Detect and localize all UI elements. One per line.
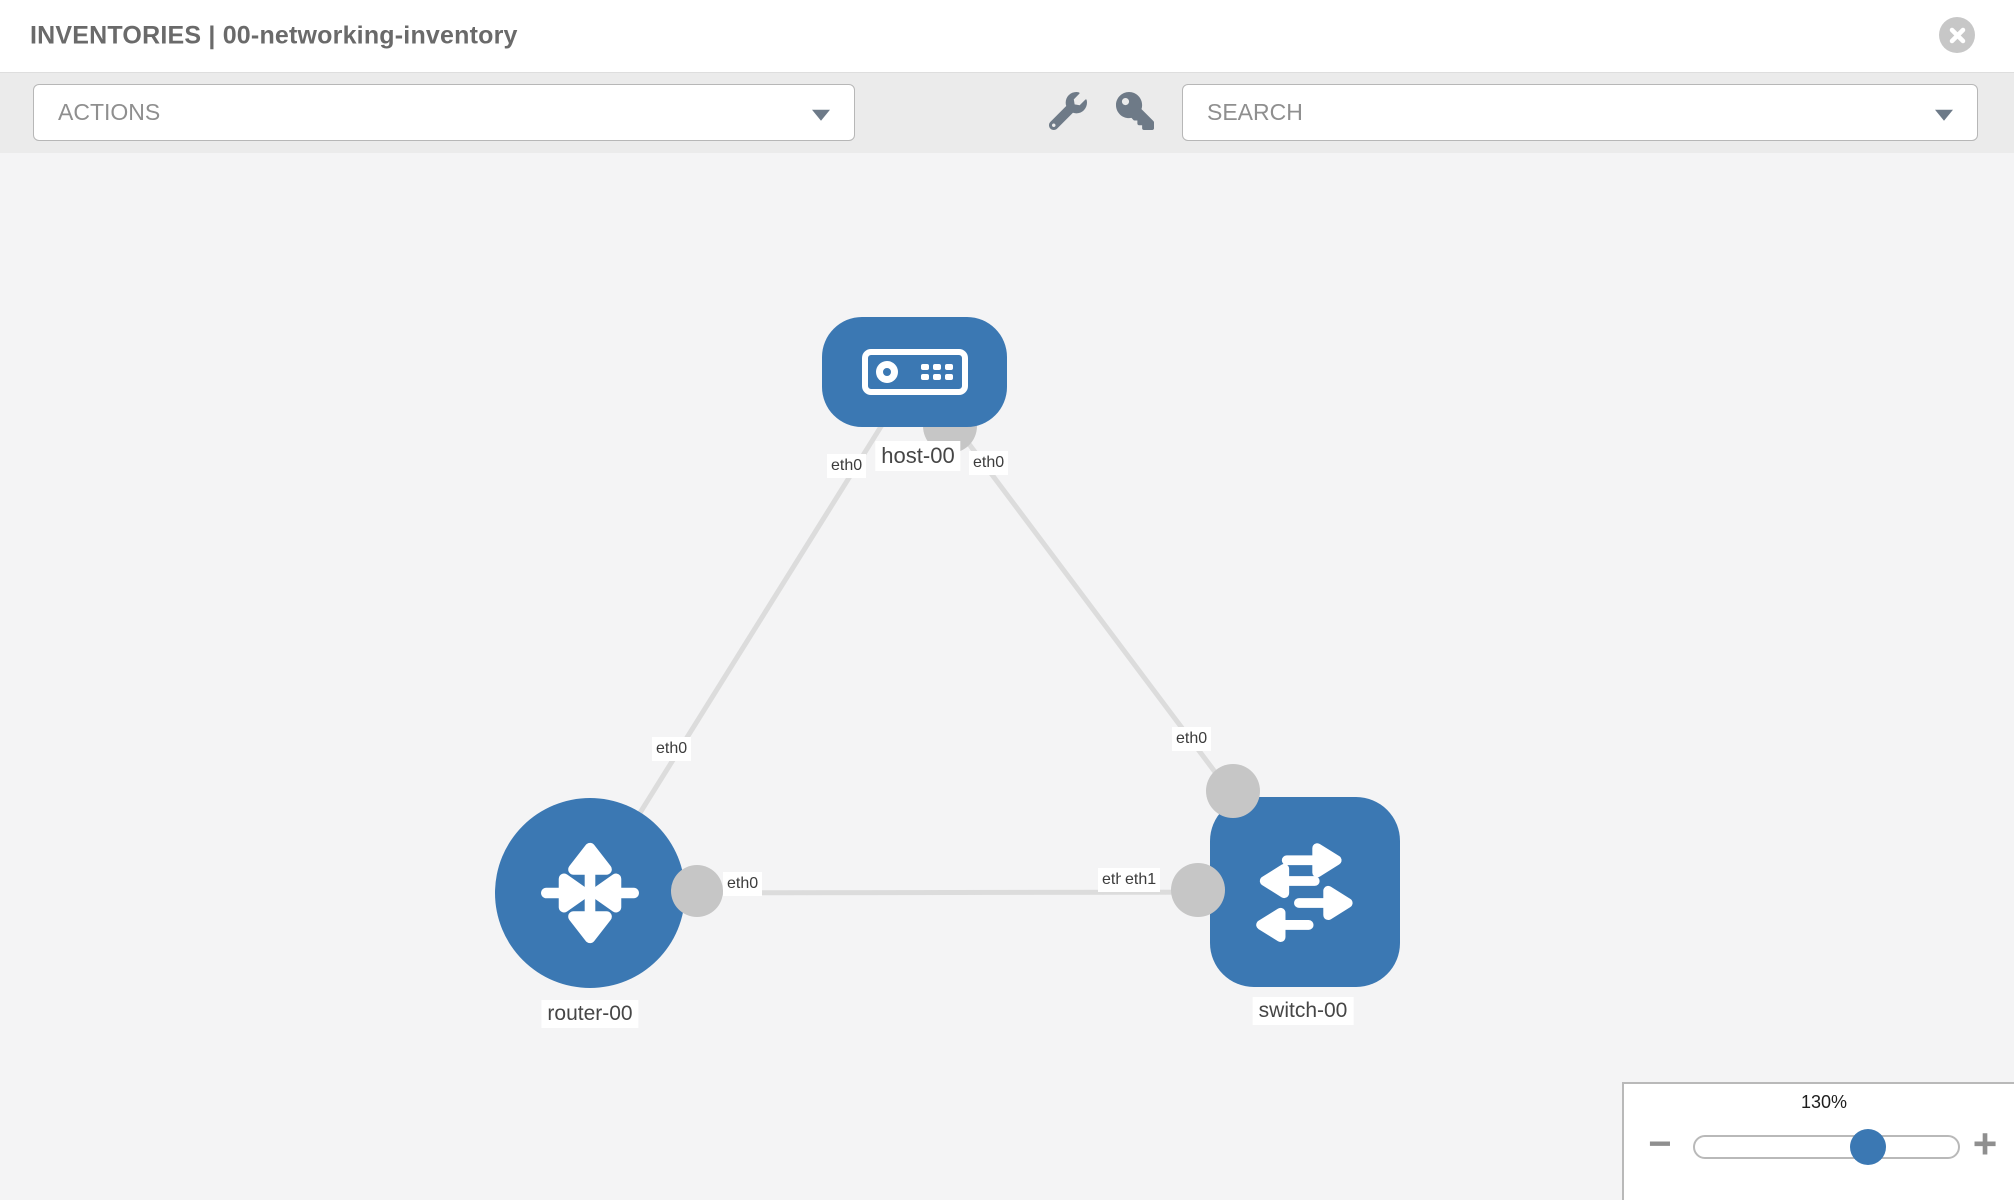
router-arrows-icon: [541, 842, 639, 944]
actions-dropdown[interactable]: ACTIONS: [33, 84, 855, 141]
zoom-slider[interactable]: [1693, 1129, 1960, 1165]
node-host-00[interactable]: [822, 317, 1007, 427]
iface-label-router-eth0-uplink: eth0: [652, 737, 692, 762]
zoom-in-button[interactable]: +: [1972, 1120, 1998, 1167]
node-label-host-00: host-00: [875, 441, 961, 471]
node-label-switch-00: switch-00: [1252, 997, 1354, 1025]
topology-links: [587, 370, 1307, 896]
caret-down-icon: [1935, 109, 1953, 121]
caret-down-icon: [812, 109, 830, 121]
zoom-out-button[interactable]: −: [1648, 1122, 1672, 1166]
switch-top-interface-connector[interactable]: [1206, 764, 1260, 818]
iface-label-switch-eth1: eth1: [1121, 868, 1161, 893]
iface-label-switch-eth0-uplink: eth0: [1172, 727, 1212, 752]
switch-arrows-icon: [1256, 843, 1353, 943]
node-switch-00[interactable]: [1210, 797, 1400, 987]
switch-left-interface-connector[interactable]: [1171, 863, 1225, 917]
router-interface-connector[interactable]: [671, 865, 723, 917]
node-label-router-00: router-00: [541, 1000, 639, 1028]
server-icon: [861, 349, 968, 395]
zoom-panel: 130% − +: [1622, 1082, 2014, 1200]
toolbar: ACTIONS SEARCH: [0, 72, 2014, 154]
actions-dropdown-label: ACTIONS: [58, 99, 161, 125]
zoom-level: 130%: [1800, 1092, 1848, 1112]
wrench-button[interactable]: [1048, 92, 1087, 131]
close-icon: [1949, 27, 1965, 43]
zoom-slider-thumb[interactable]: [1850, 1129, 1886, 1165]
page-title: INVENTORIES | 00-networking-inventory: [30, 21, 518, 50]
iface-label-host-eth0-right: eth0: [969, 451, 1009, 476]
wrench-icon: [1048, 92, 1087, 131]
iface-label-host-eth0-left: eth0: [827, 454, 867, 479]
search-dropdown[interactable]: SEARCH: [1182, 84, 1978, 141]
header: INVENTORIES | 00-networking-inventory: [0, 0, 2014, 72]
key-icon: [1116, 92, 1154, 130]
node-router-00[interactable]: [495, 798, 685, 988]
topology-canvas[interactable]: eth0 eth0 eth0 eth0 eth0 eth0 eth1 host-…: [0, 153, 2014, 1200]
key-button[interactable]: [1116, 92, 1154, 130]
iface-label-router-eth0: eth0: [723, 872, 763, 897]
search-placeholder: SEARCH: [1207, 99, 1303, 125]
close-button[interactable]: [1939, 17, 1975, 53]
